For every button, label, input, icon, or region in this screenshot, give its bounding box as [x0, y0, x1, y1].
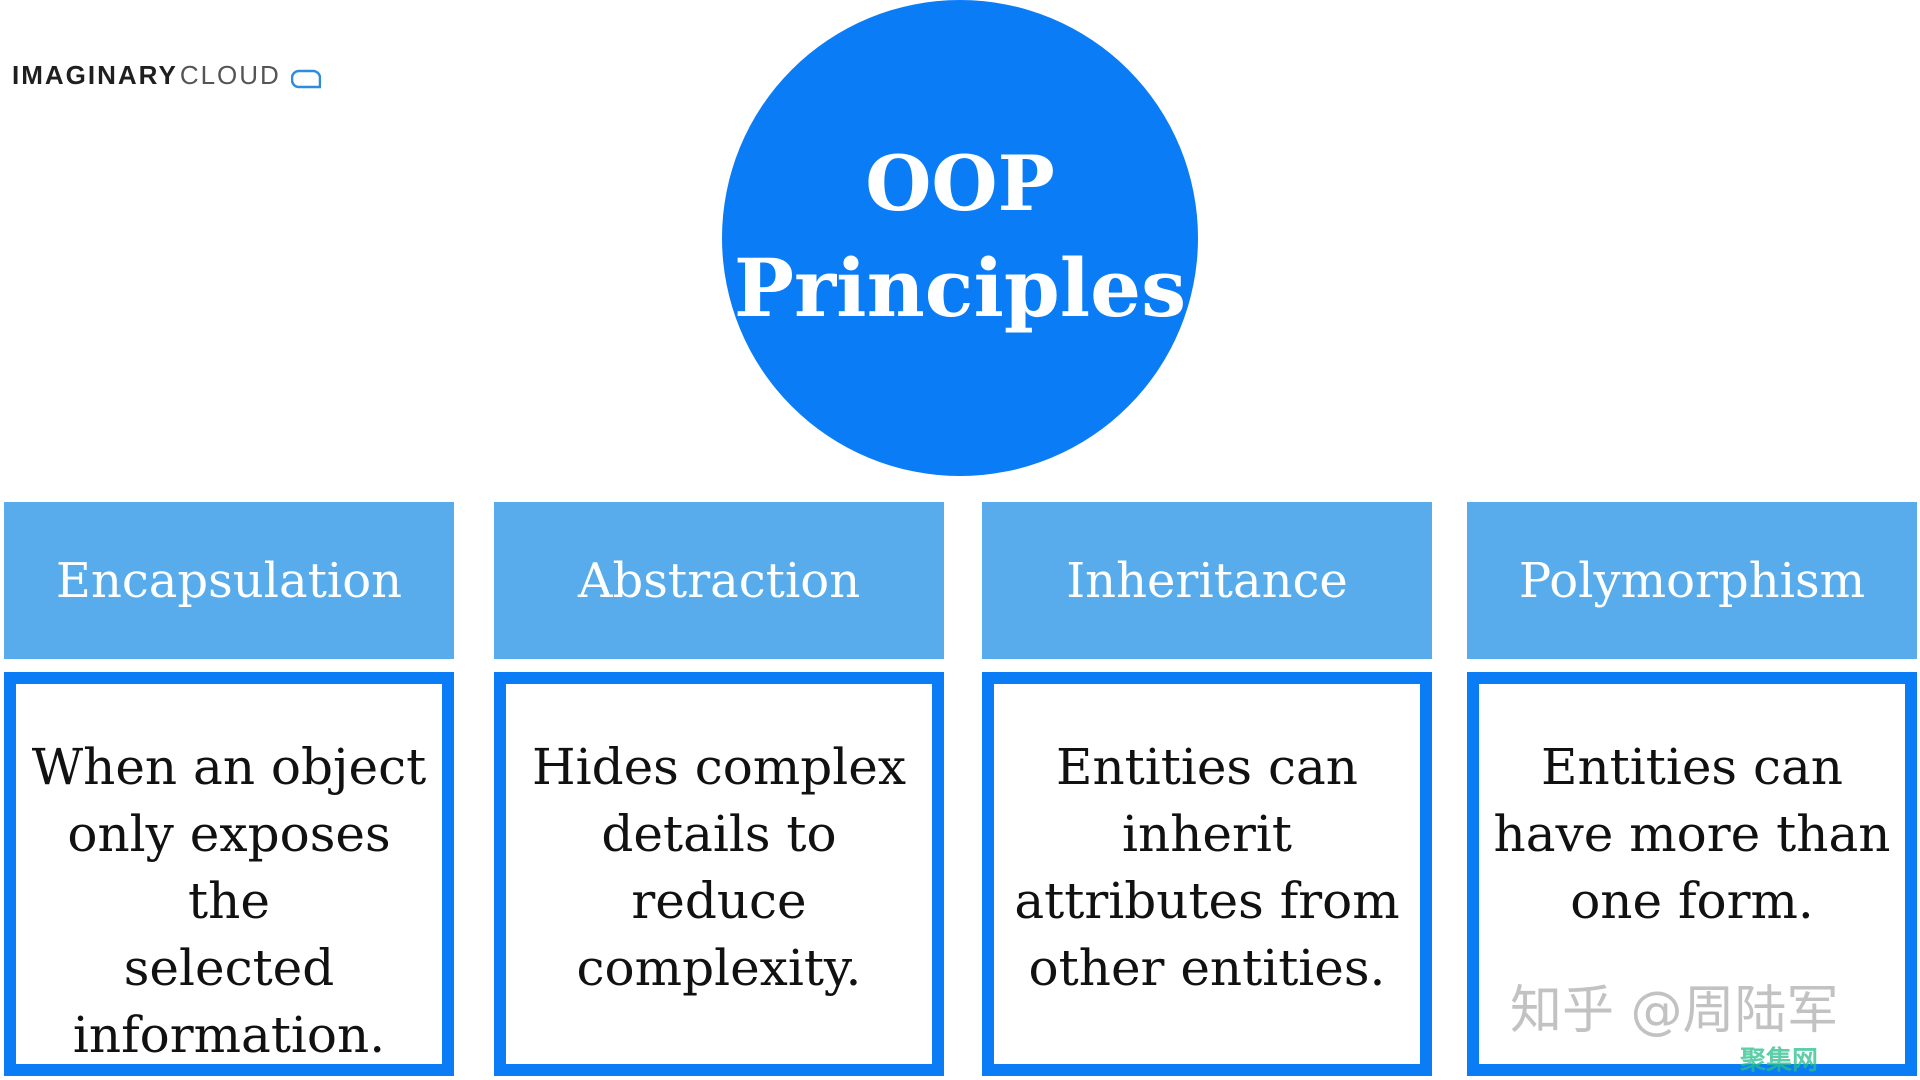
header-abstraction: Abstraction [494, 502, 944, 659]
site-watermark: 聚集网 [1740, 1046, 1819, 1076]
logo-brand-bold: IMAGINARY [12, 59, 178, 90]
desc-line: one form. [1570, 872, 1814, 930]
desc-line: information. [72, 1006, 386, 1064]
desc-box-inheritance: Entities can inherit attributes from oth… [982, 672, 1432, 1076]
desc-box-encapsulation: When an object only exposes the selected… [4, 672, 454, 1076]
desc-line: When an object [31, 738, 427, 796]
desc-line: complexity. [576, 939, 862, 997]
header-encapsulation: Encapsulation [4, 502, 454, 659]
desc-line: only exposes the [67, 805, 391, 930]
desc-text-encapsulation: When an object only exposes the selected… [30, 734, 428, 1069]
imaginary-cloud-logo: IMAGINARY CLOUD [12, 59, 322, 90]
desc-box-abstraction: Hides complex details to reduce complexi… [494, 672, 944, 1076]
desc-line: other entities. [1028, 939, 1386, 997]
desc-line: details to reduce [601, 805, 837, 930]
desc-line: inherit [1122, 805, 1292, 863]
desc-box-inner-border [994, 684, 1420, 1064]
header-polymorphism: Polymorphism [1467, 502, 1917, 659]
circle-title-line1: OOP [865, 139, 1055, 228]
desc-text-polymorphism: Entities can have more than one form. [1494, 734, 1891, 935]
header-inheritance: Inheritance [982, 502, 1432, 659]
cloud-logo-icon [290, 65, 322, 89]
circle-title-line2: Principles [733, 241, 1187, 335]
desc-line: have more than [1493, 805, 1891, 863]
desc-box-polymorphism: Entities can have more than one form. [1467, 672, 1917, 1076]
desc-line: Hides complex [531, 738, 907, 796]
logo-brand-light: CLOUD [179, 59, 281, 90]
oop-principles-circle: OOP Principles [722, 0, 1198, 476]
desc-box-inner-border [1479, 684, 1905, 1064]
desc-line: Entities can [1055, 738, 1358, 796]
desc-line: attributes from [1014, 872, 1400, 930]
desc-text-abstraction: Hides complex details to reduce complexi… [520, 734, 918, 1002]
desc-box-inner-border [506, 684, 932, 1064]
desc-line: selected [123, 939, 335, 997]
desc-text-inheritance: Entities can inherit attributes from oth… [1014, 734, 1399, 1002]
desc-box-inner-border [16, 684, 442, 1064]
zhihu-watermark: 知乎 @周陆军 [1510, 981, 1839, 1041]
desc-line: Entities can [1540, 738, 1843, 796]
